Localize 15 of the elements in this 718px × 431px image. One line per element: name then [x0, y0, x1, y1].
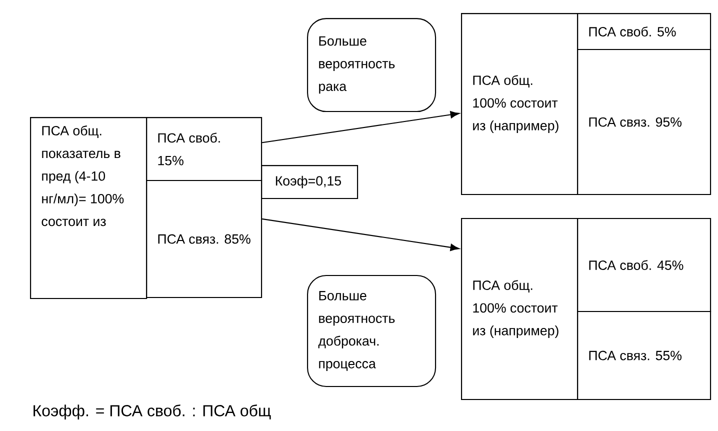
table-cell: ПСА связ. 85%	[146, 180, 262, 298]
table-cell: ПСА связ. 55%	[577, 311, 712, 400]
table-cell: ПСА общ. показатель в пред (4-10 нг/мл)= 100% состоит из	[30, 117, 148, 300]
formula-note: Коэфф. = ПСА своб. : ПСА общ	[34, 404, 271, 420]
table-cell: ПСА общ. 100% состоит из (например)	[461, 218, 578, 400]
rounded-box: Больше вероятность доброкач. процесса	[307, 275, 436, 388]
arrow	[262, 218, 460, 251]
table-cell: ПСА своб. 45%	[577, 218, 712, 312]
rounded-box: Больше вероятность рака	[307, 18, 436, 112]
table-cell: ПСА своб. 15%	[146, 117, 262, 182]
coefficient-box: Коэф=0,15	[261, 165, 358, 200]
table-cell: ПСА своб. 5%	[577, 13, 712, 50]
table-cell: ПСА общ. 100% состоит из (например)	[461, 13, 578, 196]
table-cell: ПСА связ. 95%	[577, 49, 712, 196]
arrow	[262, 111, 460, 144]
